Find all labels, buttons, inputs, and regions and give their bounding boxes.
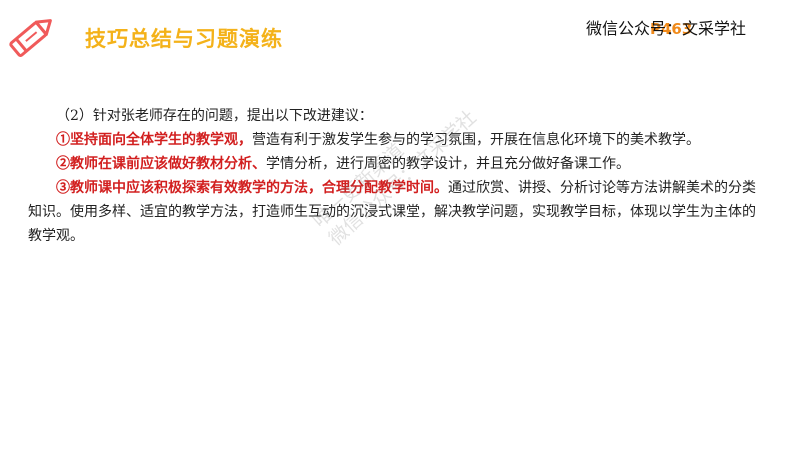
suggestion-item-1: ①坚持面向全体学生的教学观，营造有利于激发学生参与的学习氛围，开展在信息化环境下… xyxy=(28,128,768,152)
suggestion-item-3: ③教师课中应该积极探索有效教学的方法，合理分配教学时间。通过欣赏、讲授、分析讨论… xyxy=(28,176,768,248)
suggestion-highlight: ②教师在课前应该做好教材分析、 xyxy=(56,156,266,172)
suggestion-text: 营造有利于激发学生参与的学习氛围，开展在信息化环境下的美术教学。 xyxy=(252,132,700,148)
suggestion-item-2: ②教师在课前应该做好教材分析、学情分析，进行周密的教学设计，并且充分做好备课工作… xyxy=(28,152,768,176)
page-title: 技巧总结与习题演练 xyxy=(85,27,283,51)
suggestion-highlight: ③教师课中应该积极探索有效教学的方法，合理分配教学时间。 xyxy=(56,180,448,196)
suggestion-text: 通过欣赏、讲授、分析讨论等方法讲解美术的分类知识。使用多样、适宜的教学方法，打造… xyxy=(28,180,756,244)
intro-line: （2）针对张老师存在的问题，提出以下改进建议： xyxy=(56,108,373,124)
page-number: P463 xyxy=(650,20,693,38)
pencil-icon xyxy=(9,19,52,57)
answer-body: （2）针对张老师存在的问题，提出以下改进建议： ①坚持面向全体学生的教学观，营造… xyxy=(28,104,768,248)
suggestion-text: 学情分析，进行周密的教学设计，并且充分做好备课工作。 xyxy=(266,156,630,172)
account-label: 微信公众号：文采学社 xyxy=(586,19,747,38)
suggestion-highlight: ①坚持面向全体学生的教学观， xyxy=(56,132,252,148)
